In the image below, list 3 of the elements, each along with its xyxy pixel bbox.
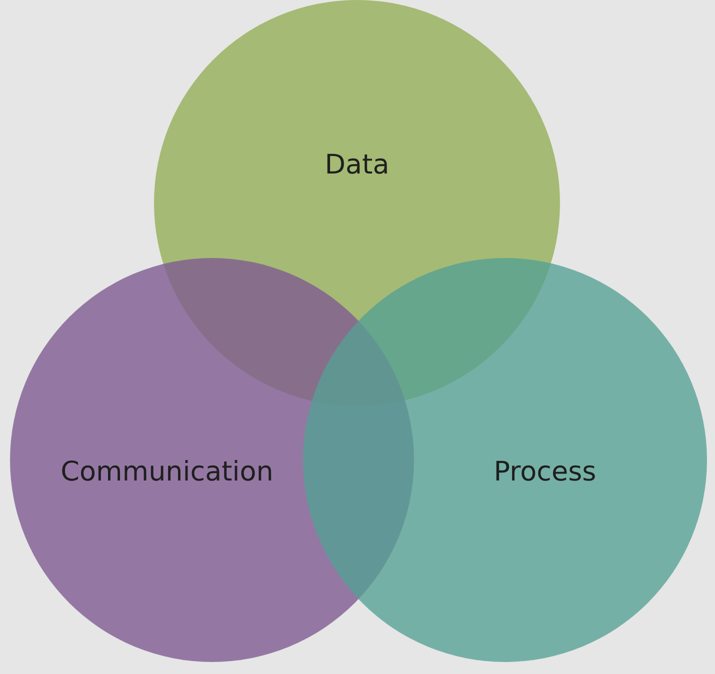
circle-label: Communication	[60, 456, 274, 488]
circle-label: Data	[324, 150, 390, 180]
circle-label: Process	[494, 456, 596, 488]
